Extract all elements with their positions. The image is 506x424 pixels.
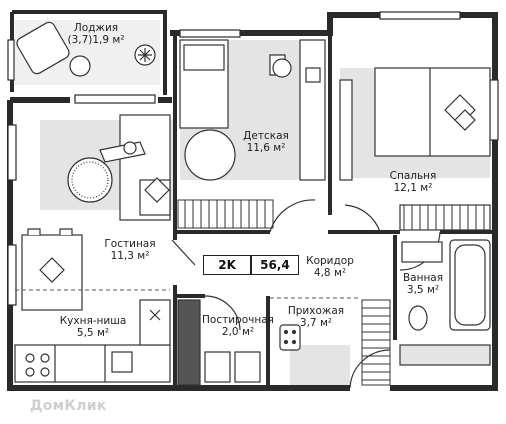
room-name: Спальня	[389, 170, 437, 182]
room-label-kids: Детская 11,6 м²	[226, 130, 306, 154]
room-name: Гостиная	[104, 238, 156, 250]
wardrobes	[177, 199, 391, 386]
room-label-kitchen: Кухня-ниша 5,5 м²	[48, 315, 138, 339]
room-area: 11,3 м²	[110, 250, 150, 262]
zone-lines	[15, 289, 360, 299]
apartment-rooms: 2K	[218, 258, 236, 272]
room-name: Детская	[243, 130, 289, 142]
kitchen-furniture	[14, 228, 171, 383]
room-name: Ванная	[402, 272, 444, 284]
room-area: 4,8 м²	[313, 267, 347, 279]
living-furniture	[67, 114, 171, 221]
room-area: 2,0 м²	[221, 326, 255, 338]
laundry-furniture	[177, 299, 261, 386]
room-area: 3,7 м²	[299, 317, 333, 329]
room-name: Прихожая	[287, 305, 345, 317]
room-name: Постирочная	[202, 314, 274, 326]
watermark-logo: ДомКлик	[30, 398, 107, 414]
room-label-hall: Прихожая 3,7 м²	[276, 305, 356, 329]
badge-divider	[250, 256, 252, 274]
bathroom-furniture	[399, 239, 491, 366]
room-label-corridor: Коридор 4,8 м²	[290, 255, 370, 279]
room-label-bedroom: Спальня 12,1 м²	[373, 170, 453, 194]
hall-furniture	[279, 324, 301, 351]
room-label-living: Гостиная 11,3 м²	[90, 238, 170, 262]
bedroom-furniture	[339, 67, 491, 231]
apartment-badge: 2K 56,4	[203, 255, 299, 275]
kids-furniture	[179, 39, 326, 181]
room-area: (3,7)1,9 м²	[67, 34, 125, 46]
apartment-area: 56,4	[260, 258, 290, 272]
room-label-loggia: Лоджия (3,7)1,9 м²	[56, 22, 136, 46]
room-name: Лоджия	[73, 22, 119, 34]
room-area: 5,5 м²	[76, 327, 110, 339]
room-name: Кухня-ниша	[59, 315, 127, 327]
room-area: 3,5 м²	[406, 284, 440, 296]
windows	[7, 11, 499, 306]
room-area: 12,1 м²	[393, 182, 433, 194]
room-name: Коридор	[306, 255, 354, 267]
room-label-laundry: Постирочная 2,0 м²	[196, 314, 280, 338]
loggia-furniture	[16, 21, 156, 77]
room-area: 11,6 м²	[246, 142, 286, 154]
room-label-bathroom: Ванная 3,5 м²	[383, 272, 463, 296]
